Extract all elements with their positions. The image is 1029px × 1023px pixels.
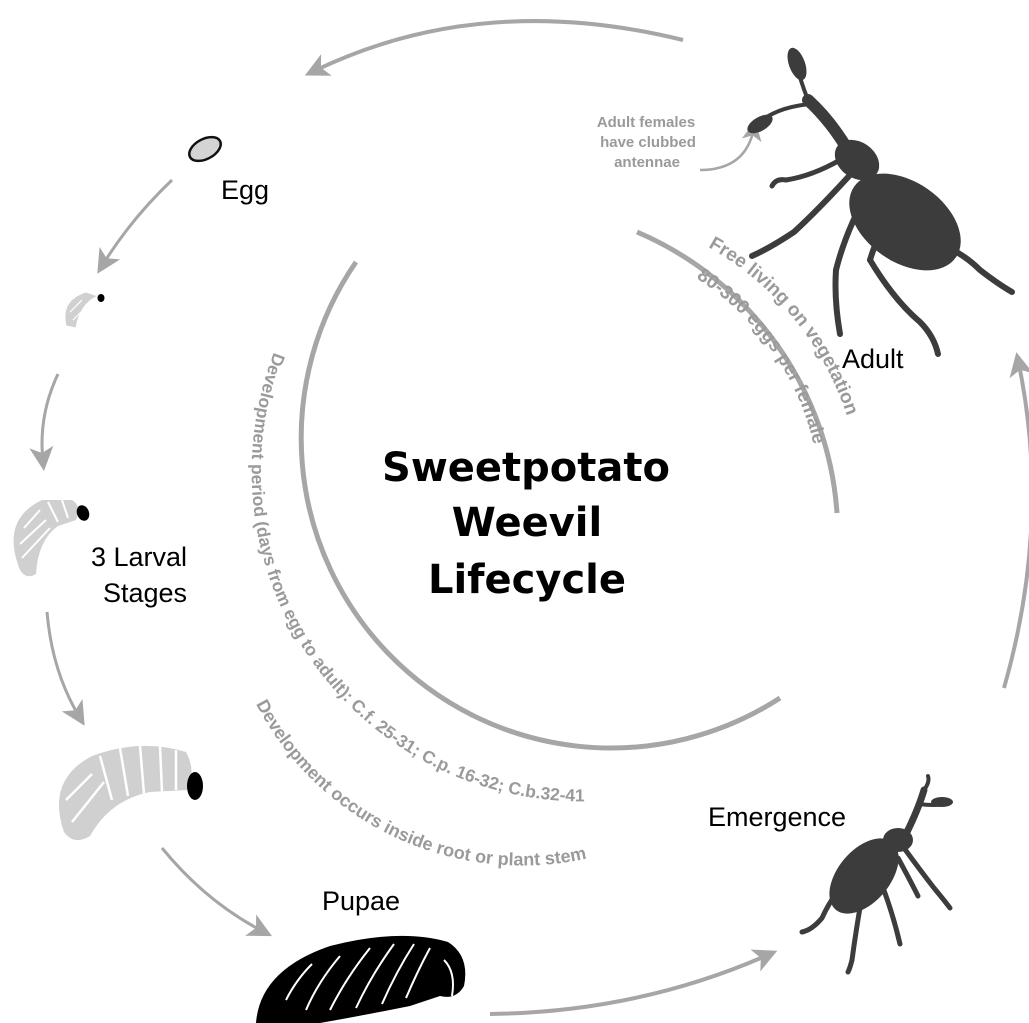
pupa-icon xyxy=(256,936,465,1023)
curved-eggs-per-female: 80-300 eggs per female xyxy=(693,265,829,446)
larva-medium-icon xyxy=(14,500,92,576)
label-larval-line2: Stages xyxy=(103,578,187,608)
arrow-larva3-to-pupa xyxy=(162,848,264,932)
label-larval-line1: 3 Larval xyxy=(91,542,187,572)
larva-small-icon xyxy=(65,292,105,328)
arrow-pupa-to-emergence xyxy=(490,954,770,1014)
label-emergence: Emergence xyxy=(708,802,846,832)
label-adult: Adult xyxy=(842,344,904,374)
label-egg: Egg xyxy=(221,175,269,205)
note-line2: have clubbed xyxy=(600,134,696,151)
title-line3: Lifecycle xyxy=(428,557,626,603)
arrow-emergence-to-adult xyxy=(1004,360,1029,688)
arrow-egg-to-larva1 xyxy=(102,180,172,266)
title-line1: Sweetpotato xyxy=(382,445,670,491)
label-pupae: Pupae xyxy=(322,886,400,916)
note-line3: antennae xyxy=(614,154,680,171)
note-line1: Adult females xyxy=(597,114,695,131)
larva-large-icon xyxy=(59,746,203,840)
arrow-larva2-to-larva3 xyxy=(47,612,80,718)
arrow-note-to-antenna xyxy=(700,128,754,170)
arrow-adult-to-egg xyxy=(312,21,683,72)
arrow-larva1-to-larva2 xyxy=(42,374,58,462)
egg-icon xyxy=(185,132,224,166)
title-line2: Weevil xyxy=(452,500,602,546)
